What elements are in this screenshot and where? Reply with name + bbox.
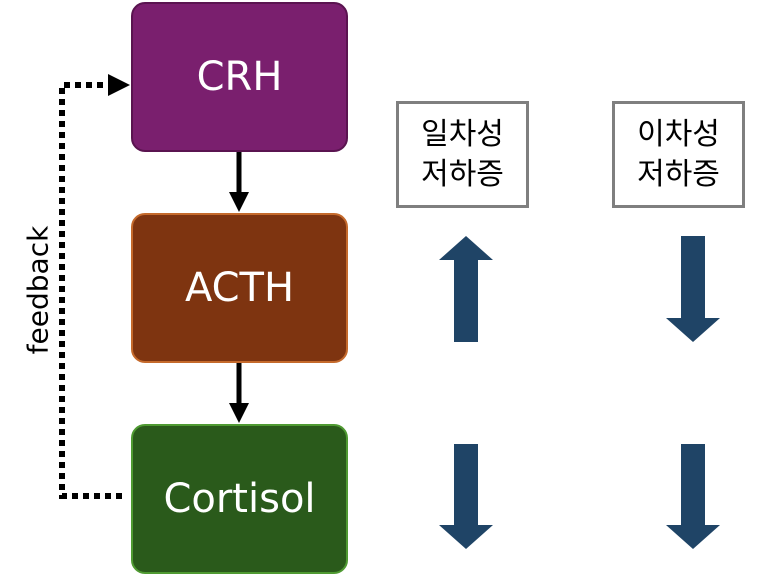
primary-cortisol-down-arrow-icon bbox=[439, 444, 493, 549]
secondary-header-line2: 저하증 bbox=[637, 156, 720, 192]
connector-acth-cortisol bbox=[229, 363, 249, 423]
secondary-insufficiency-header: 이차성 저하증 bbox=[612, 101, 745, 208]
primary-header-line1: 일차성 bbox=[421, 116, 504, 152]
connector-crh-acth bbox=[229, 152, 249, 212]
secondary-cortisol-arrow bbox=[666, 444, 720, 549]
secondary-cortisol-down-arrow-icon bbox=[666, 444, 720, 549]
primary-cortisol-arrow bbox=[439, 444, 493, 549]
primary-insufficiency-header: 일차성 저하증 bbox=[396, 101, 529, 208]
secondary-header-line1: 이차성 bbox=[637, 116, 720, 152]
acth-node: ACTH bbox=[131, 213, 348, 363]
secondary-acth-down-arrow-icon bbox=[666, 236, 720, 342]
secondary-acth-arrow bbox=[666, 236, 720, 342]
cortisol-label: Cortisol bbox=[163, 476, 316, 522]
primary-acth-up-arrow-icon bbox=[439, 236, 493, 342]
crh-label: CRH bbox=[196, 54, 283, 100]
feedback-label: feedback bbox=[21, 225, 55, 355]
feedback-loop bbox=[59, 74, 130, 499]
acth-label: ACTH bbox=[184, 265, 295, 311]
primary-acth-arrow bbox=[439, 236, 493, 342]
crh-node: CRH bbox=[131, 2, 348, 152]
cortisol-node: Cortisol bbox=[131, 424, 348, 574]
primary-header-line2: 저하증 bbox=[421, 156, 504, 192]
